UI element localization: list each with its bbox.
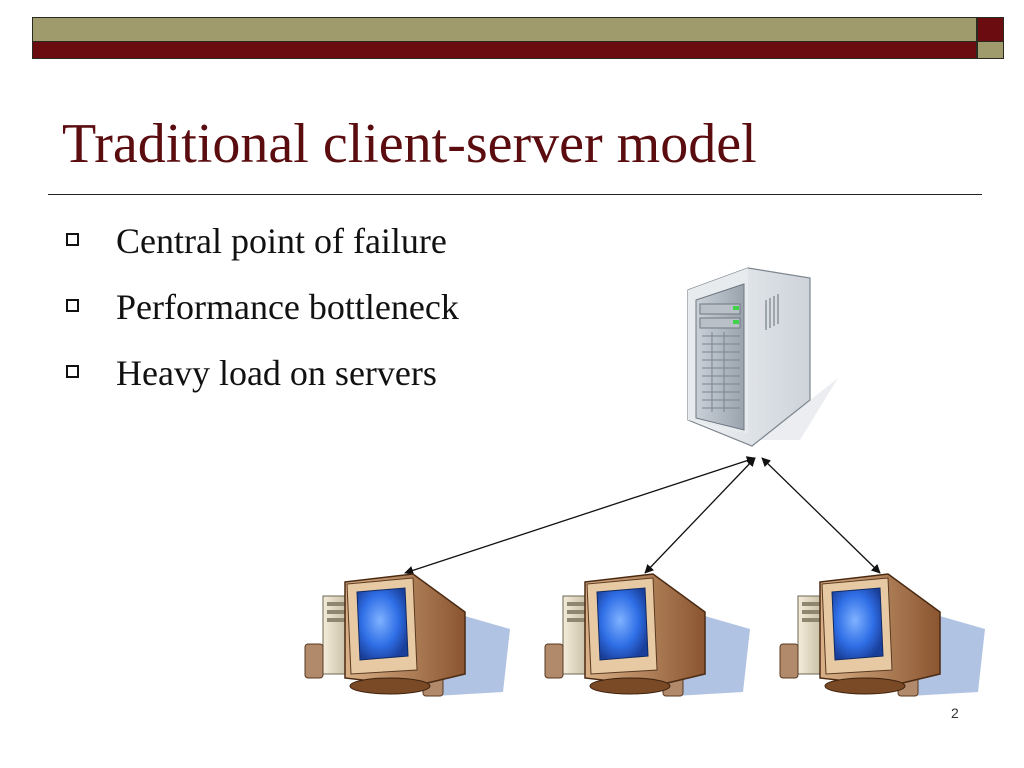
bullet-text: Heavy load on servers (116, 353, 437, 393)
bullet-text: Central point of failure (116, 221, 447, 261)
page-number: 2 (951, 705, 959, 721)
connection-arrows (404, 456, 881, 575)
desktop-computer-icon (544, 573, 751, 697)
arrow-server-client-1 (404, 456, 756, 575)
header-square-maroon (977, 17, 1004, 42)
server-tower-icon (687, 267, 838, 447)
arrow-server-client-2 (644, 457, 756, 574)
square-bullet-icon (66, 299, 79, 312)
square-bullet-icon (66, 233, 79, 246)
header-square-olive (977, 42, 1004, 59)
desktop-computer-icon (779, 573, 986, 697)
slide-title: Traditional client-server model (62, 113, 757, 175)
header-band-olive (32, 17, 977, 42)
arrow-server-client-3 (761, 457, 881, 574)
header-band-maroon (32, 42, 977, 59)
desktop-computer-icon (304, 573, 511, 697)
bullet-text: Performance bottleneck (116, 287, 459, 327)
square-bullet-icon (66, 365, 79, 378)
title-divider (48, 194, 982, 195)
